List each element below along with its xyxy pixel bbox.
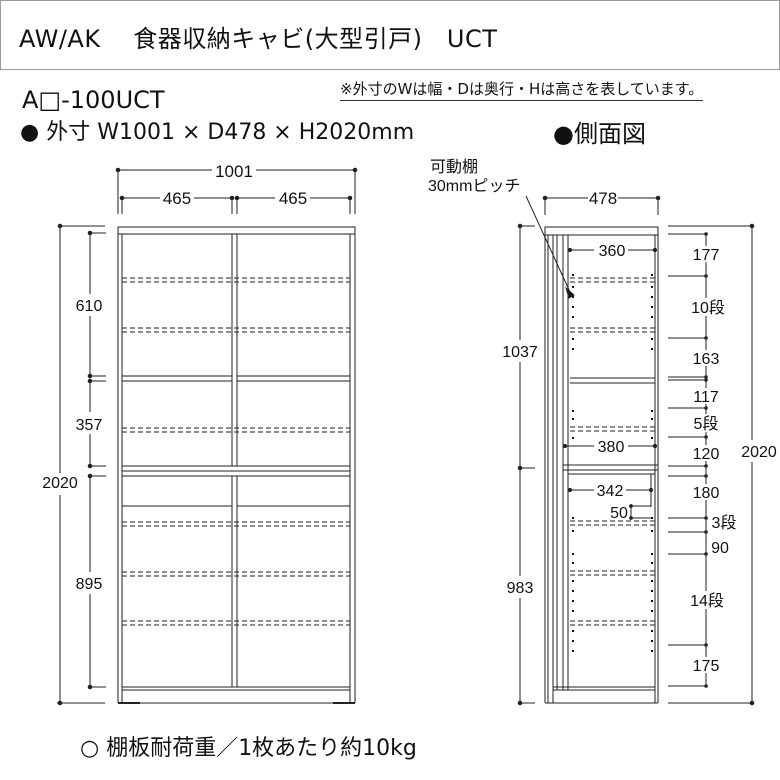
- dim-3-tiers: 3段: [712, 514, 737, 532]
- front-height-total: 2020: [42, 475, 78, 492]
- dim-163: 163: [693, 351, 720, 368]
- spec-label: 外寸: [46, 120, 91, 145]
- inner-depth-middle: 380: [598, 439, 625, 456]
- model-number: A□-100UCT: [22, 86, 165, 114]
- side-depth-total: 478: [589, 189, 617, 208]
- dim-90: 90: [711, 540, 729, 557]
- dim-180: 180: [693, 485, 720, 502]
- adjustable-shelf-label: 可動棚: [430, 158, 478, 176]
- door-width-left: 465: [163, 189, 191, 208]
- shelf-pin-holes: [572, 274, 653, 652]
- right-chain-labels: 177 10段 163 117 5段 120 180 3段 90 14段 175: [686, 246, 736, 675]
- pitch-label: 30mmピッチ: [428, 178, 520, 195]
- outer-dimensions: ● 外寸 W1001 × D478 × H2020mm: [20, 114, 414, 146]
- dim-177: 177: [693, 247, 720, 264]
- side-total-height: 2020: [741, 444, 777, 461]
- dimension-note: ※外寸のWは幅・Dは奥行・Hは高さを表しています。: [340, 78, 704, 101]
- door-width-right: 465: [279, 189, 307, 208]
- side-view: 可動棚 30mmピッチ 478: [428, 158, 777, 706]
- page-title: AW/AK 食器収納キャビ(大型引戸) UCT: [19, 25, 498, 53]
- title-bar: AW/AK 食器収納キャビ(大型引戸) UCT: [0, 0, 780, 70]
- drawer-gap: 50: [610, 505, 628, 522]
- lower-height: 983: [507, 580, 534, 597]
- adjustable-shelves-front: [122, 277, 350, 626]
- dim-117: 117: [693, 389, 719, 406]
- side-view-title: ●側面図: [553, 120, 646, 148]
- spec-dimensions: W1001 × D478 × H2020mm: [97, 120, 415, 145]
- dim-5-tiers: 5段: [694, 415, 719, 433]
- inner-depth-lower: 342: [597, 483, 624, 500]
- bullet-icon: ●: [20, 120, 40, 145]
- dim-120: 120: [693, 446, 720, 463]
- section-height-lower: 895: [76, 576, 103, 593]
- dim-14-tiers: 14段: [690, 592, 724, 610]
- section-height-upper: 610: [76, 298, 103, 315]
- adjustable-shelves-side: [570, 277, 655, 626]
- dim-175: 175: [693, 658, 720, 675]
- inner-depth-upper: 360: [599, 243, 626, 260]
- front-width-total: 1001: [215, 162, 253, 181]
- shelf-load-note: ○ 棚板耐荷重／1枚あたり約10kg: [80, 736, 417, 761]
- dim-10-tiers: 10段: [691, 299, 725, 317]
- front-view: 1001 465 465 2020 610 357: [42, 162, 358, 706]
- upper-height: 1037: [502, 344, 538, 361]
- section-height-middle: 357: [76, 417, 103, 434]
